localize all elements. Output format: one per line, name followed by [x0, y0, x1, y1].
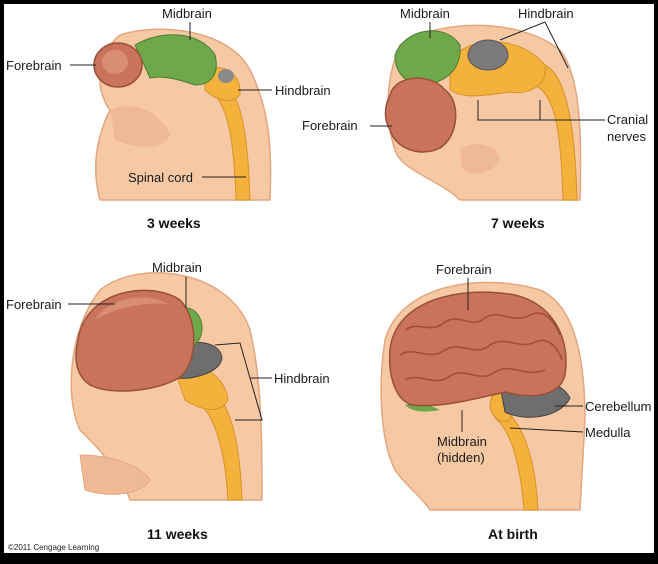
- label-hindbrain-3wk: Hindbrain: [275, 83, 331, 98]
- cerebrum-gyri: [399, 312, 563, 382]
- spinal-cord-3wk: [214, 84, 251, 201]
- leader-medulla-at-birth: [509, 427, 584, 433]
- midbrain-7wk: [394, 30, 461, 86]
- label-hindbrain-7wk: Hindbrain: [518, 6, 574, 21]
- midbrain-3wk: [134, 34, 217, 86]
- leader-hindbrain-bracket-11wk: [214, 342, 263, 421]
- spinal-cord-at-birth: [494, 404, 539, 511]
- label-forebrain-11wk: Forebrain: [6, 297, 62, 312]
- label-midbrain-3wk: Midbrain: [162, 6, 212, 21]
- forebrain-highlight-11wk: [95, 297, 170, 320]
- hindbrain-gray-7wk: [467, 39, 509, 71]
- forebrain-7wk: [384, 77, 457, 153]
- label-midbrain-7wk: Midbrain: [400, 6, 450, 21]
- leader-hindbrain-7wk: [499, 21, 569, 69]
- forebrain-11wk: [75, 289, 195, 392]
- label-midbrain-11wk: Midbrain: [152, 260, 202, 275]
- label-forebrain-at-birth: Forebrain: [436, 262, 492, 277]
- spinal-cord-7wk: [534, 64, 578, 201]
- label-midbrain-hidden-line2: (hidden): [437, 450, 485, 465]
- embryo-limb-7wk: [460, 143, 500, 174]
- panel-7-weeks-embryo: [370, 21, 605, 201]
- cerebrum-at-birth: [388, 291, 567, 407]
- label-hindbrain-11wk: Hindbrain: [274, 371, 330, 386]
- hindbrain-gray-3wk: [218, 69, 234, 83]
- caption-3-weeks: 3 weeks: [147, 215, 201, 231]
- panel-11-weeks-fetus: [68, 272, 272, 501]
- label-midbrain-hidden-line1: Midbrain: [437, 434, 487, 449]
- embryo-fold-3wk: [110, 106, 170, 147]
- copyright-notice: ©2011 Cengage Learning: [8, 543, 100, 552]
- label-medulla-at-birth: Medulla: [585, 425, 631, 440]
- label-cerebellum-at-birth: Cerebellum: [585, 399, 652, 414]
- panel-at-birth-infant: [380, 278, 586, 511]
- leader-cranial-nerves-a: [477, 100, 605, 121]
- label-forebrain-7wk: Forebrain: [302, 118, 358, 133]
- label-cranial-line2: nerves: [607, 129, 647, 144]
- caption-11-weeks: 11 weeks: [147, 526, 208, 542]
- panel-3-weeks-embryo: [70, 22, 272, 201]
- caption-at-birth: At birth: [488, 526, 538, 542]
- caption-7-weeks: 7 weeks: [491, 215, 545, 231]
- label-cranial-line1: Cranial: [607, 112, 649, 127]
- fetus-arm-11wk: [79, 454, 151, 495]
- forebrain-highlight-3wk: [102, 50, 128, 74]
- label-spinal-cord-3wk: Spinal cord: [128, 170, 194, 185]
- label-forebrain-3wk: Forebrain: [6, 58, 62, 73]
